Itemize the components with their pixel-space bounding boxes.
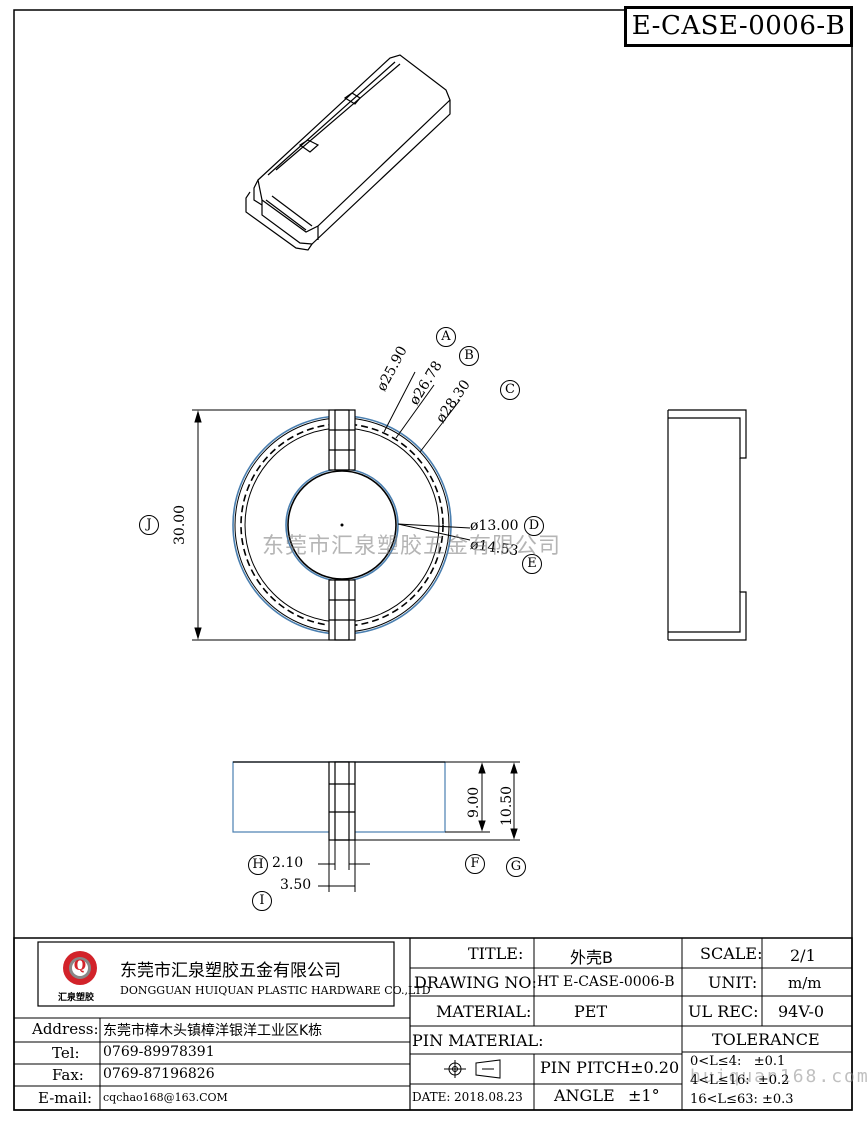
angle-label: ANGLE xyxy=(554,1086,615,1105)
address-label: Address: xyxy=(32,1020,99,1038)
email-value: cqchao168@163.COM xyxy=(103,1091,228,1104)
address-value: 东莞市樟木头镇樟洋银洋工业区K栋 xyxy=(103,1023,323,1039)
dim-d-label: ø13.00 xyxy=(470,518,519,534)
marker-j: J xyxy=(139,515,159,535)
dim-h-label: 2.10 xyxy=(272,855,304,871)
unit-label: UNIT: xyxy=(708,973,758,992)
tolerance-row-2: 4<L≤16: ±0.2 xyxy=(690,1073,790,1088)
pin-material-label: PIN MATERIAL: xyxy=(412,1031,544,1050)
marker-e: E xyxy=(522,554,542,574)
scale-label: SCALE: xyxy=(700,944,763,963)
date-value: 2018.08.23 xyxy=(454,1090,523,1104)
watermark-url: huiquan168.com xyxy=(690,1066,868,1087)
logo-letter: Q xyxy=(73,958,87,974)
dim-i-label: 3.50 xyxy=(280,877,312,893)
tolerance-row-3: 16<L≤63: ±0.3 xyxy=(690,1092,794,1107)
marker-h: H xyxy=(248,855,268,875)
drawing-no-value: HT E-CASE-0006-B xyxy=(537,974,675,990)
material-value: PET xyxy=(574,1002,608,1021)
dim-j-label: 30.00 xyxy=(172,504,188,545)
title-label: TITLE: xyxy=(468,944,524,963)
dim-f-label: 9.00 xyxy=(466,786,482,818)
ul-label: UL REC: xyxy=(688,1002,759,1021)
isometric-view xyxy=(245,54,451,251)
ul-value: 94V-0 xyxy=(778,1002,825,1021)
tolerance-row-1: 0<L≤4: ±0.1 xyxy=(690,1054,786,1069)
marker-c: C xyxy=(500,380,520,400)
fax-label: Fax: xyxy=(52,1066,84,1084)
marker-b: B xyxy=(459,346,479,366)
marker-f: F xyxy=(465,854,485,874)
side-view xyxy=(667,409,747,641)
email-label: E-mail: xyxy=(38,1089,93,1107)
marker-a: A xyxy=(436,327,456,347)
marker-g: G xyxy=(506,857,526,877)
marker-i: I xyxy=(252,891,272,911)
drawing-no-label: DRAWING NO: xyxy=(414,973,537,992)
watermark-text: 东莞市汇泉塑胶五金有限公司 xyxy=(262,534,562,559)
company-name-en: DONGGUAN HUIQUAN PLASTIC HARDWARE CO.,LT… xyxy=(120,984,431,997)
title-block-grid xyxy=(13,937,853,1111)
dim-g-label: 10.50 xyxy=(499,785,515,826)
scale-value: 2/1 xyxy=(790,946,816,965)
fax-value: 0769-87196826 xyxy=(103,1066,215,1082)
marker-d: D xyxy=(524,516,544,536)
unit-value: m/m xyxy=(788,974,822,992)
drawing-id: E-CASE-0006-B xyxy=(624,6,853,47)
top-view xyxy=(192,371,471,641)
tel-value: 0769-89978391 xyxy=(103,1044,215,1060)
company-logo xyxy=(63,951,97,985)
title-value: 外壳B xyxy=(570,948,613,967)
pin-pitch: PIN PITCH±0.20 xyxy=(540,1058,680,1077)
date-label: DATE: xyxy=(412,1090,451,1104)
angle-value: ±1° xyxy=(628,1086,660,1105)
logo-text: 汇泉塑胶 xyxy=(58,993,95,1003)
material-label: MATERIAL: xyxy=(436,1002,532,1021)
company-name-cn: 东莞市汇泉塑胶五金有限公司 xyxy=(120,961,341,981)
tel-label: Tel: xyxy=(52,1044,80,1062)
front-view xyxy=(232,761,446,841)
tolerance-label: TOLERANCE xyxy=(712,1030,820,1049)
